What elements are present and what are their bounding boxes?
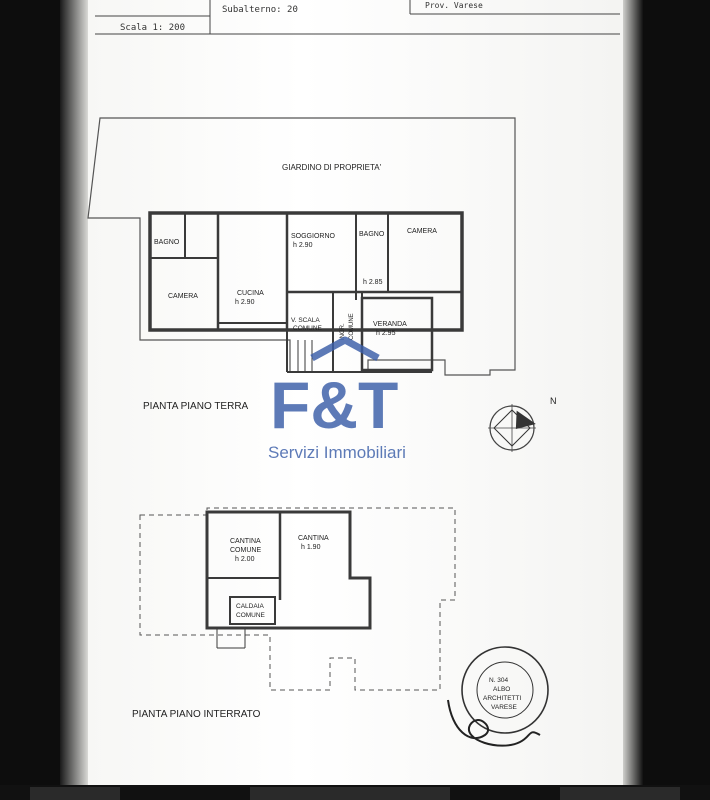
scan-bottom-segment [560,787,680,800]
watermark-logo-text: F&T [270,368,398,442]
basement-title: PIANTA PIANO INTERRATO [132,709,261,720]
room-bagno-left: BAGNO [154,239,180,246]
garden-outline [87,117,516,376]
room-cantina: CANTINA [298,535,329,542]
room-soggiorno-height: h 2.90 [293,242,313,249]
room-cucina: CUCINA [237,290,264,297]
room-ingresso-line1: INGR. [340,323,346,340]
room-cantina-comune-line1: CANTINA [230,538,261,545]
scan-bottom-segment [250,787,450,800]
room-veranda: VERANDA [373,321,407,328]
room-ingresso-line2: COMUNE [349,313,355,340]
room-camera-left: CAMERA [168,293,198,300]
stamp-varese: VARESE [491,704,518,711]
room-cantina-height: h 1.90 [301,544,321,551]
header-box [95,0,620,35]
signature [447,699,541,747]
subalterno-label: Subalterno: 20 [222,5,298,15]
ground-floor-title: PIANTA PIANO TERRA [143,401,249,412]
room-soggiorno: SOGGIORNO [291,233,336,240]
room-cantina-comune-height: h 2.00 [235,556,255,563]
stamp-albo: ALBO [493,686,510,693]
scan-bottom-strip [0,785,710,800]
stamp-architetti: ARCHITETTI [483,695,521,702]
province-label: Prov. Varese [425,1,483,10]
room-camera-right: CAMERA [407,228,437,235]
basement-walls [205,510,372,649]
room-scala-line1: V. SCALA [291,317,320,324]
compass-north: N [550,396,557,406]
scale-label: Scala 1: 200 [120,23,185,33]
room-caldaia-line2: COMUNE [236,612,266,619]
ground-floor-walls [148,211,464,373]
room-cucina-height: h 2.90 [235,299,255,306]
room-veranda-height: h 2.95 [376,330,396,337]
scan-bottom-segment [30,787,120,800]
room-bagno-right: BAGNO [359,231,385,238]
garden-label: GIARDINO DI PROPRIETA' [282,163,382,172]
watermark-logo: F&T Servizi Immobiliari [268,336,406,462]
architect-stamp: N. 304 ALBO ARCHITETTI VARESE [461,646,549,734]
watermark-subtitle: Servizi Immobiliari [268,443,406,462]
floor-plan-sheet [88,0,623,785]
stamp-number: N. 304 [489,677,509,684]
room-caldaia-line1: CALDAIA [236,603,264,610]
room-bagno-right-height: h 2.85 [363,279,383,286]
basement-outline [139,507,456,691]
scan-edge-right [623,0,643,785]
room-scala-line2: COMUNE [293,325,323,332]
scan-edge-left [60,0,88,785]
room-cantina-comune-line2: COMUNE [230,547,261,554]
compass-rose [488,404,536,452]
